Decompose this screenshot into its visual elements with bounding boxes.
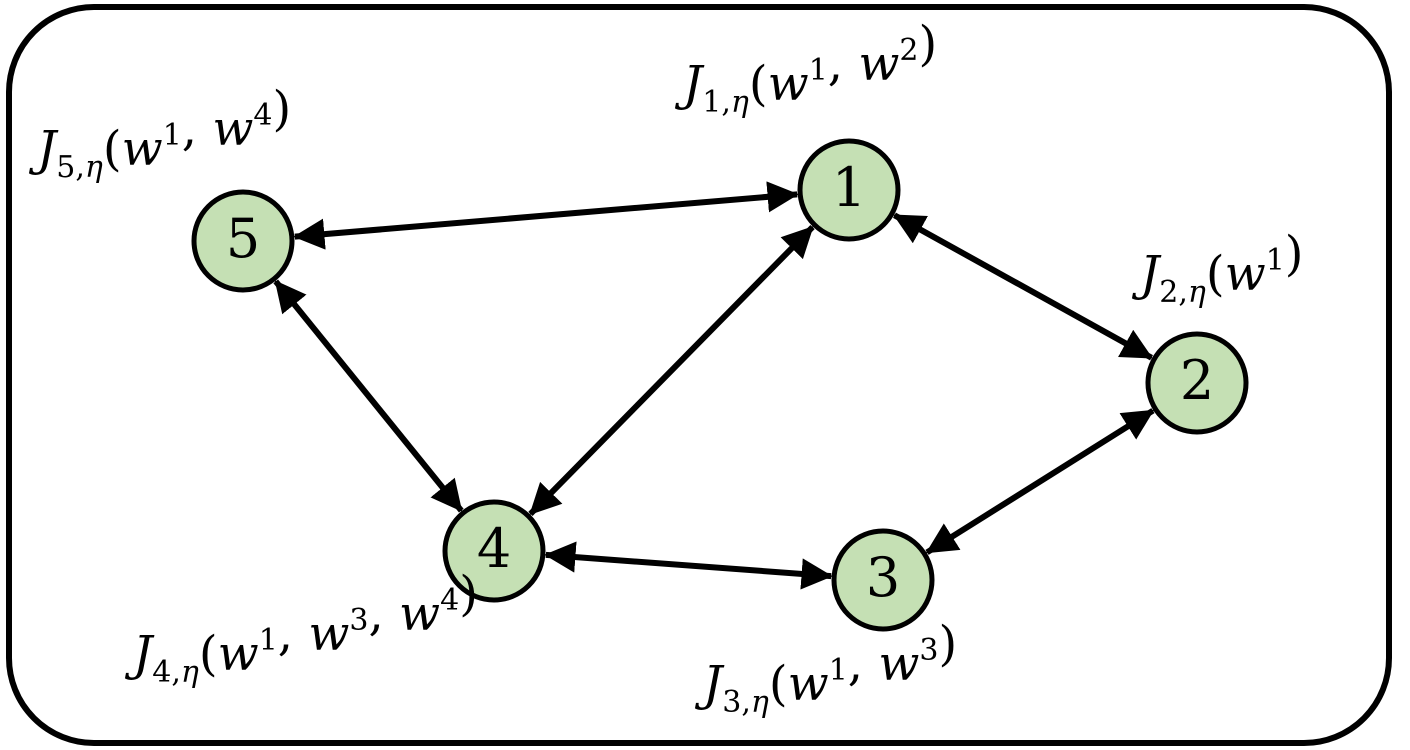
arg-superscript: 1 [1266,243,1285,278]
node-circle [191,189,295,293]
diagram-frame [6,4,1392,746]
arg-variable: w [212,101,253,157]
cost-subscript-param: η [181,655,199,690]
edge-1-2 [893,212,1153,361]
arg-variable: w [218,626,259,682]
open-paren: ( [1206,246,1225,302]
arg-superscript: 1 [829,653,848,688]
arg-superscript: 2 [899,33,918,68]
cost-subscript-param: η [1188,275,1206,310]
cost-subscript-index: 3 [722,685,741,720]
cost-fn-symbol: J [694,656,725,712]
arg-variable: w [768,56,809,112]
arg-variable: w [308,606,349,662]
cost-subscript-param: η [85,150,103,185]
node-circle [797,138,901,242]
close-paren: ) [459,566,478,622]
cost-subscript-param: η [731,85,749,120]
cost-fn-symbol: J [124,626,155,682]
node-1: 1 [797,138,901,242]
cost-fn-symbol: J [674,56,705,112]
nodes-layer: 1 2 3 4 5 [191,138,1249,632]
node-number-label: 5 [226,207,260,270]
arg-superscript: 1 [809,53,828,88]
cost-fn-symbol: J [1131,246,1162,302]
subscript-comma: , [1178,275,1188,310]
arg-superscript: 4 [440,583,459,618]
cost-function-label-3: J3,η(w1, w3) [694,616,957,720]
node-circle [1145,331,1249,435]
node-number-label: 3 [866,546,900,609]
arg-variable: w [1225,246,1266,302]
node-number-label: 2 [1180,349,1214,412]
close-paren: ) [273,81,292,137]
subscript-comma: , [75,150,85,185]
arg-comma: , [182,101,213,157]
cost-subscript-param: η [751,685,769,720]
subscript-comma: , [721,85,731,120]
edge-1-4 [528,224,815,517]
cost-function-label-2: J2,η(w1) [1131,226,1304,310]
close-paren: ) [1285,226,1304,282]
node-circle [442,499,546,603]
open-paren: ( [749,56,768,112]
cost-labels-layer: J1,η(w1, w2)J2,η(w1)J3,η(w1, w3)J4,η(w1,… [28,16,1304,720]
cost-subscript-index: 4 [152,655,171,690]
open-paren: ( [769,656,788,712]
cost-function-label-4: J4,η(w1, w3, w4) [124,566,478,690]
cost-function-label-1: J1,η(w1, w2) [674,16,937,120]
arg-comma: , [828,36,859,92]
node-circle [831,528,935,632]
edge-5-4 [273,279,464,513]
close-paren: ) [939,616,958,672]
arg-variable: w [858,36,899,92]
subscript-comma: , [741,685,751,720]
node-4: 4 [442,499,546,603]
arg-superscript: 1 [259,623,278,658]
edges-layer [273,181,1155,590]
arg-superscript: 3 [919,633,938,668]
arg-comma: , [278,606,309,662]
node-number-label: 4 [477,517,511,580]
arg-superscript: 3 [349,603,368,638]
cost-subscript-index: 5 [56,150,75,185]
arg-variable: w [788,656,829,712]
node-5: 5 [191,189,295,293]
close-paren: ) [919,16,938,72]
open-paren: ( [199,626,218,682]
cost-function-label-5: J5,η(w1, w4) [28,81,291,185]
arg-comma: , [369,586,400,642]
cost-subscript-index: 1 [702,85,721,120]
arg-comma: , [848,636,879,692]
subscript-comma: , [171,655,181,690]
open-paren: ( [103,121,122,177]
cost-fn-symbol: J [28,121,59,177]
arg-variable: w [399,586,440,642]
arg-variable: w [122,121,163,177]
edge-3-2 [925,408,1155,555]
cost-subscript-index: 2 [1159,275,1178,310]
arg-superscript: 1 [163,118,182,153]
node-3: 3 [831,528,935,632]
arg-superscript: 4 [253,98,272,133]
node-2: 2 [1145,331,1249,435]
edge-4-3 [544,541,833,590]
arg-variable: w [878,636,919,692]
node-number-label: 1 [832,156,866,219]
edge-1-5 [293,181,799,250]
